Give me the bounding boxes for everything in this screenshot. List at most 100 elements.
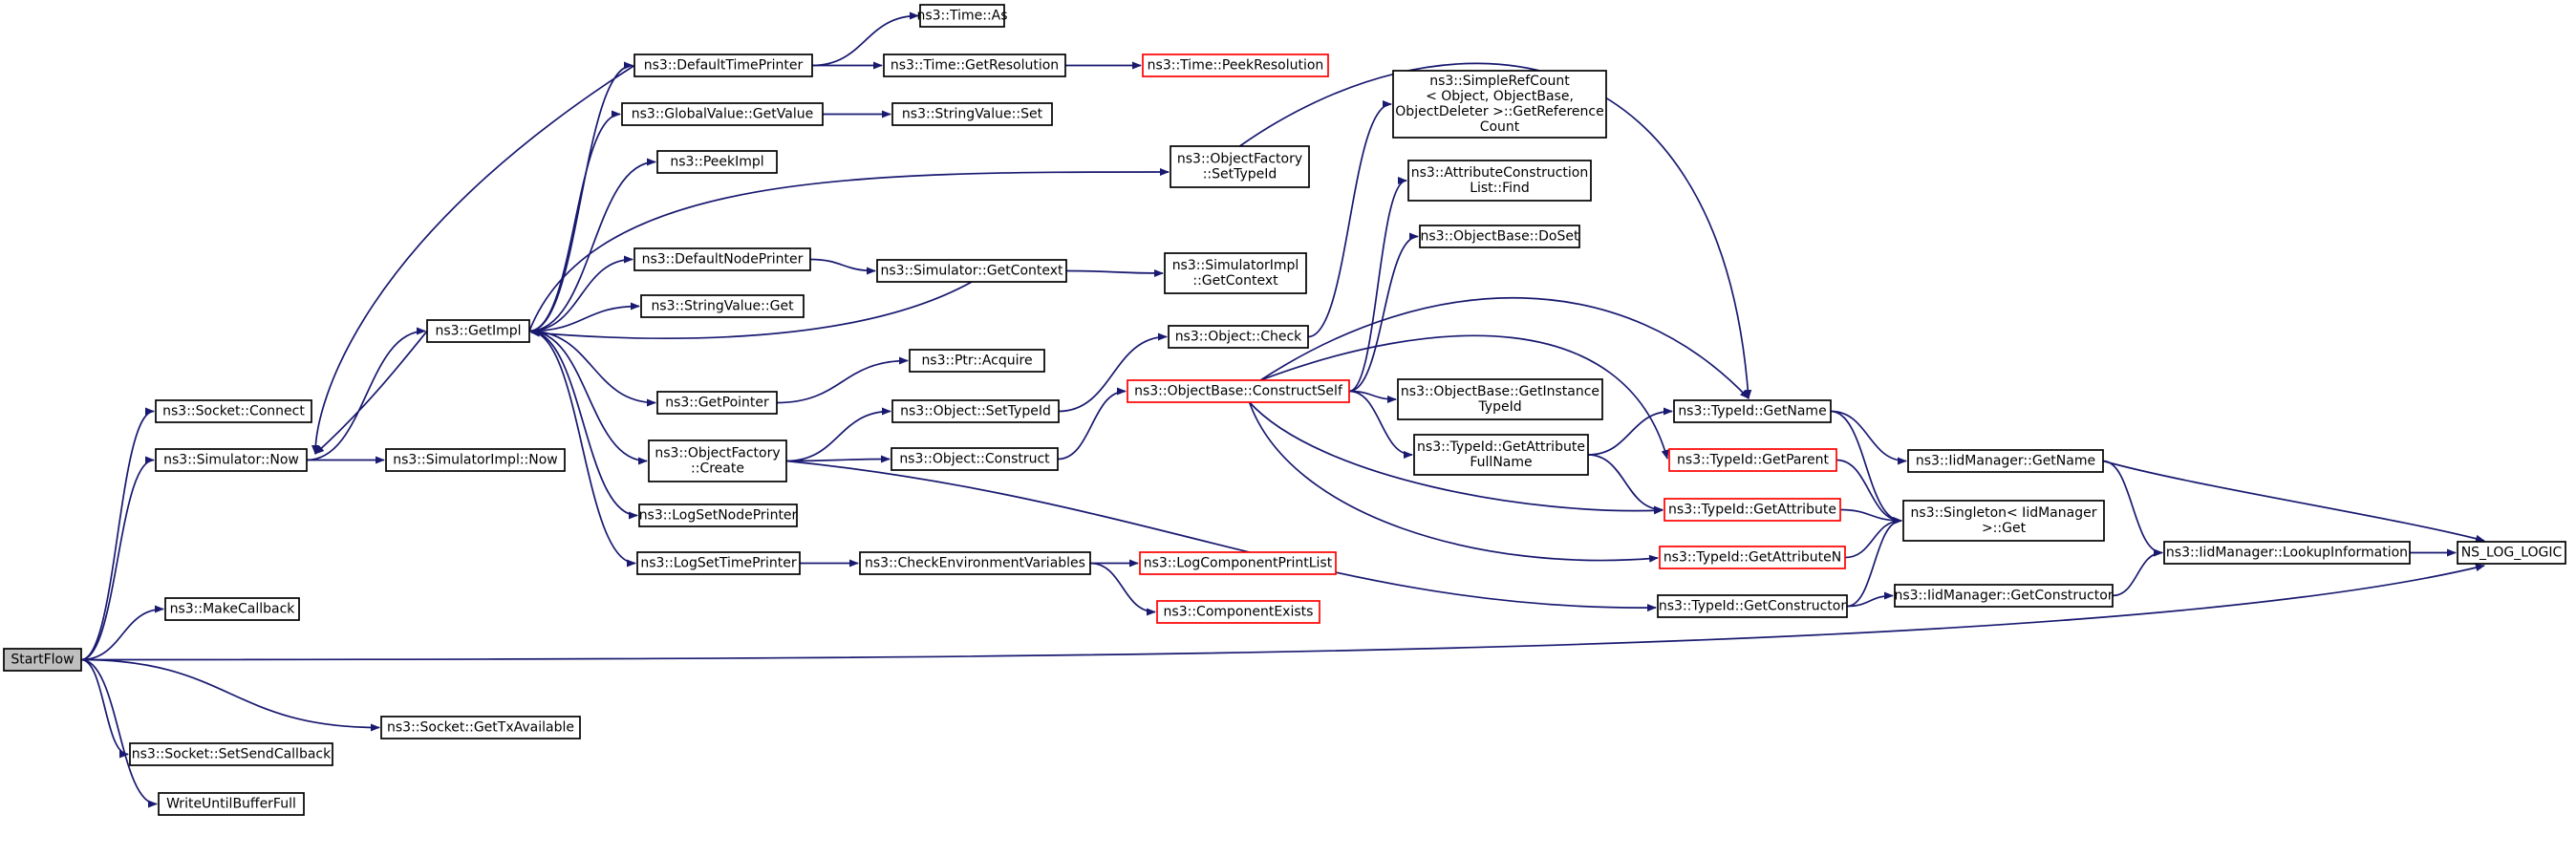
node-label: ns3::GlobalValue::GetValue [632, 107, 813, 122]
edge-object-base-construct-self-to-type-id-get-parent [1259, 334, 1669, 460]
node-label: WriteUntilBufferFull [166, 797, 296, 812]
edge-object-factory-create-to-type-id-get-constructor [785, 460, 1657, 612]
node-get-impl[interactable]: ns3::GetImpl [426, 319, 530, 343]
edge-type-id-get-parent-to-singleton-iid-manager-get [1835, 459, 1902, 525]
node-box [164, 597, 300, 621]
node-iid-manager-lookup-information[interactable]: ns3::IidManager::LookupInformation [2163, 541, 2411, 565]
node-box [1657, 594, 1848, 618]
edge-object-base-construct-self-to-object-base-do-set [1348, 232, 1419, 393]
node-object-construct[interactable]: ns3::Object::Construct [891, 447, 1059, 471]
node-iid-manager-get-constructor[interactable]: ns3::IidManager::GetConstructor [1894, 584, 2114, 608]
node-box [155, 399, 312, 423]
node-log-set-time-printer[interactable]: ns3::LogSetTimePrinter [636, 551, 801, 575]
node-simple-ref-count-get-reference-count[interactable]: ns3::SimpleRefCount< Object, ObjectBase,… [1392, 70, 1607, 139]
edge-get-impl-to-object-factory-create [528, 330, 648, 465]
node-socket-connect[interactable]: ns3::Socket::Connect [155, 399, 312, 423]
node-default-node-printer[interactable]: ns3::DefaultNodePrinter [633, 247, 811, 271]
node-box [636, 551, 801, 575]
node-simulator-impl-get-context[interactable]: ns3::SimulatorImpl::GetContext [1164, 252, 1307, 294]
node-label: StartFlow [11, 653, 74, 668]
node-object-factory-set-type-id[interactable]: ns3::ObjectFactory::SetTypeId [1170, 145, 1310, 188]
node-label: ns3::Singleton< IidManager [1911, 505, 2097, 521]
node-label: ns3::StringValue::Set [902, 107, 1043, 122]
node-type-id-get-attribute[interactable]: ns3::TypeId::GetAttribute [1664, 498, 1841, 522]
node-make-callback[interactable]: ns3::MakeCallback [164, 597, 300, 621]
node-type-id-get-parent[interactable]: ns3::TypeId::GetParent [1668, 448, 1837, 472]
node-object-base-do-set[interactable]: ns3::ObjectBase::DoSet [1419, 225, 1580, 248]
node-iid-manager-get-name[interactable]: ns3::IidManager::GetName [1907, 449, 2104, 473]
node-label: ns3::Time::PeekResolution [1148, 58, 1324, 74]
node-box [1156, 600, 1320, 624]
node-simulator-get-context[interactable]: ns3::Simulator::GetContext [876, 259, 1067, 283]
node-label: NS_LOG_LOGIC [2461, 546, 2563, 561]
node-type-id-get-constructor[interactable]: ns3::TypeId::GetConstructor [1657, 594, 1848, 618]
node-type-id-get-name[interactable]: ns3::TypeId::GetName [1673, 399, 1832, 423]
node-global-value-get-value[interactable]: ns3::GlobalValue::GetValue [621, 102, 824, 126]
node-component-exists[interactable]: ns3::ComponentExists [1156, 600, 1320, 624]
node-label: List::Find [1470, 181, 1530, 196]
edge-object-set-type-id-to-object-check [1058, 332, 1168, 413]
node-label: ns3::IidManager::GetConstructor [1894, 589, 2113, 604]
node-start-flow[interactable]: StartFlow [3, 648, 82, 672]
node-label: ns3::DefaultNodePrinter [642, 252, 804, 268]
node-label: ns3::LogComponentPrintList [1144, 556, 1333, 571]
node-box [1907, 449, 2104, 473]
node-time-as[interactable]: ns3::Time::As [916, 4, 1008, 28]
node-socket-set-send-callback[interactable]: ns3::Socket::SetSendCallback [129, 742, 333, 766]
edge-get-impl-to-log-set-time-printer [528, 330, 636, 568]
node-label: ::SetTypeId [1203, 167, 1277, 182]
edge-get-impl-to-global-value-get-value [528, 110, 621, 332]
node-box [638, 503, 798, 527]
node-box [1170, 145, 1310, 188]
node-ptr-acquire[interactable]: ns3::Ptr::Acquire [909, 349, 1045, 373]
node-simulator-now[interactable]: ns3::Simulator::Now [155, 448, 308, 472]
edge-iid-manager-get-name-to-iid-manager-lookup-information [2102, 460, 2163, 557]
node-label: ns3::Socket::Connect [162, 404, 305, 419]
node-socket-get-tx-available[interactable]: ns3::Socket::GetTxAvailable [380, 716, 581, 739]
node-label: ns3::ObjectFactory [655, 446, 780, 461]
node-get-pointer[interactable]: ns3::GetPointer [656, 391, 778, 415]
node-box [1659, 546, 1846, 569]
node-peek-impl[interactable]: ns3::PeekImpl [656, 150, 778, 174]
node-label: ns3::ObjectBase::DoSet [1421, 229, 1579, 245]
node-label: Count [1480, 119, 1520, 135]
node-box [656, 150, 778, 174]
node-time-peek-resolution[interactable]: ns3::Time::PeekResolution [1142, 54, 1329, 77]
node-string-value-get[interactable]: ns3::StringValue::Get [640, 294, 805, 318]
edge-object-base-construct-self-to-type-id-get-attribute [1248, 401, 1664, 515]
node-default-time-printer[interactable]: ns3::DefaultTimePrinter [633, 54, 813, 77]
node-label: ns3::MakeCallback [170, 602, 296, 617]
node-box [621, 102, 824, 126]
node-label: ns3::IidManager::LookupInformation [2166, 546, 2408, 561]
node-check-environment-variables[interactable]: ns3::CheckEnvironmentVariables [859, 551, 1091, 575]
node-box [129, 742, 333, 766]
node-label: ns3::ObjectFactory [1177, 152, 1302, 167]
edge-simulator-get-context-to-get-impl [530, 281, 973, 339]
node-log-set-node-printer[interactable]: ns3::LogSetNodePrinter [638, 503, 798, 527]
edge-start-flow-to-write-until-buffer-full [80, 658, 158, 808]
node-box [876, 259, 1067, 283]
node-box [859, 551, 1091, 575]
node-singleton-iid-manager-get[interactable]: ns3::Singleton< IidManager>::Get [1902, 500, 2105, 542]
edge-iid-manager-get-name-to-ns-log-logic [2102, 460, 2485, 543]
node-simulator-impl-now[interactable]: ns3::SimulatorImpl::Now [385, 448, 566, 472]
node-object-base-construct-self[interactable]: ns3::ObjectBase::ConstructSelf [1127, 379, 1350, 403]
node-log-component-print-list[interactable]: ns3::LogComponentPrintList [1139, 551, 1337, 575]
node-box [648, 439, 787, 482]
node-object-check[interactable]: ns3::Object::Check [1168, 325, 1309, 349]
node-box [640, 294, 805, 318]
edge-get-impl-to-default-node-printer [528, 255, 633, 332]
edge-type-id-get-attribute-full-name-to-type-id-get-attribute [1587, 454, 1664, 514]
node-ns-log-logic[interactable]: NS_LOG_LOGIC [2457, 541, 2566, 565]
node-type-id-get-attribute-n[interactable]: ns3::TypeId::GetAttributeN [1659, 546, 1846, 569]
node-time-get-resolution[interactable]: ns3::Time::GetResolution [883, 54, 1066, 77]
node-write-until-buffer-full[interactable]: WriteUntilBufferFull [158, 792, 305, 816]
node-object-factory-create[interactable]: ns3::ObjectFactory::Create [648, 439, 787, 482]
node-label: ns3::Simulator::Now [163, 453, 299, 468]
node-string-value-set[interactable]: ns3::StringValue::Set [891, 102, 1053, 126]
node-box [1413, 434, 1589, 476]
node-object-set-type-id[interactable]: ns3::Object::SetTypeId [891, 399, 1060, 423]
